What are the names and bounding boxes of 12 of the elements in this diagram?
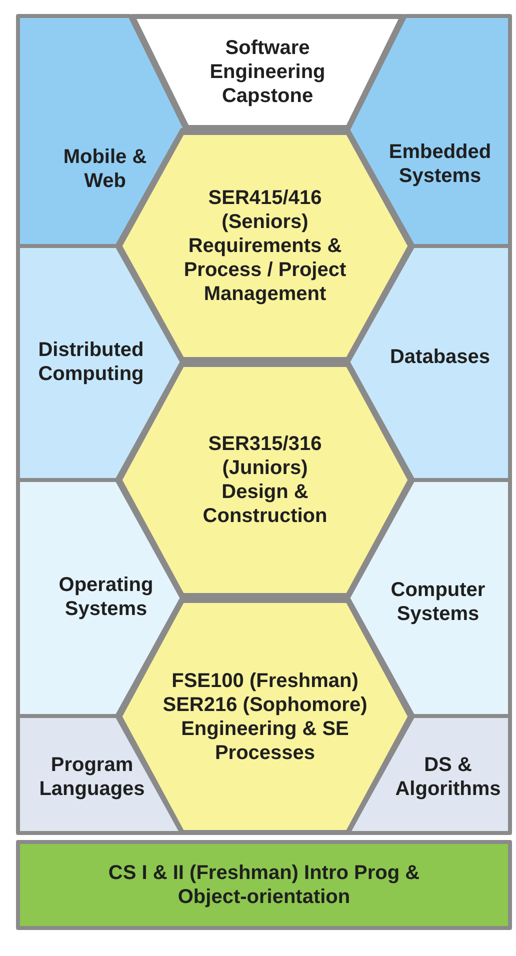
area-label: Computer Systems (390, 578, 486, 626)
base-band (16, 840, 512, 930)
area-label: DS & Algorithms (395, 753, 501, 801)
area-label: Databases (390, 345, 490, 369)
course-label: Software Engineering Capstone (208, 36, 326, 108)
course-label: SER415/416 (Seniors) Requirements & Process / Project Management (182, 186, 348, 306)
area-label: Embedded Systems (388, 140, 492, 188)
area-label: Mobile & Web (50, 145, 160, 193)
course-label: CS I & II (Freshman) Intro Prog & Object-orientation (107, 861, 421, 909)
course-label: SER315/316 (Juniors) Design & Construction (202, 432, 328, 528)
area-label: Distributed Computing (16, 338, 166, 386)
area-label: Operating Systems (36, 573, 176, 621)
